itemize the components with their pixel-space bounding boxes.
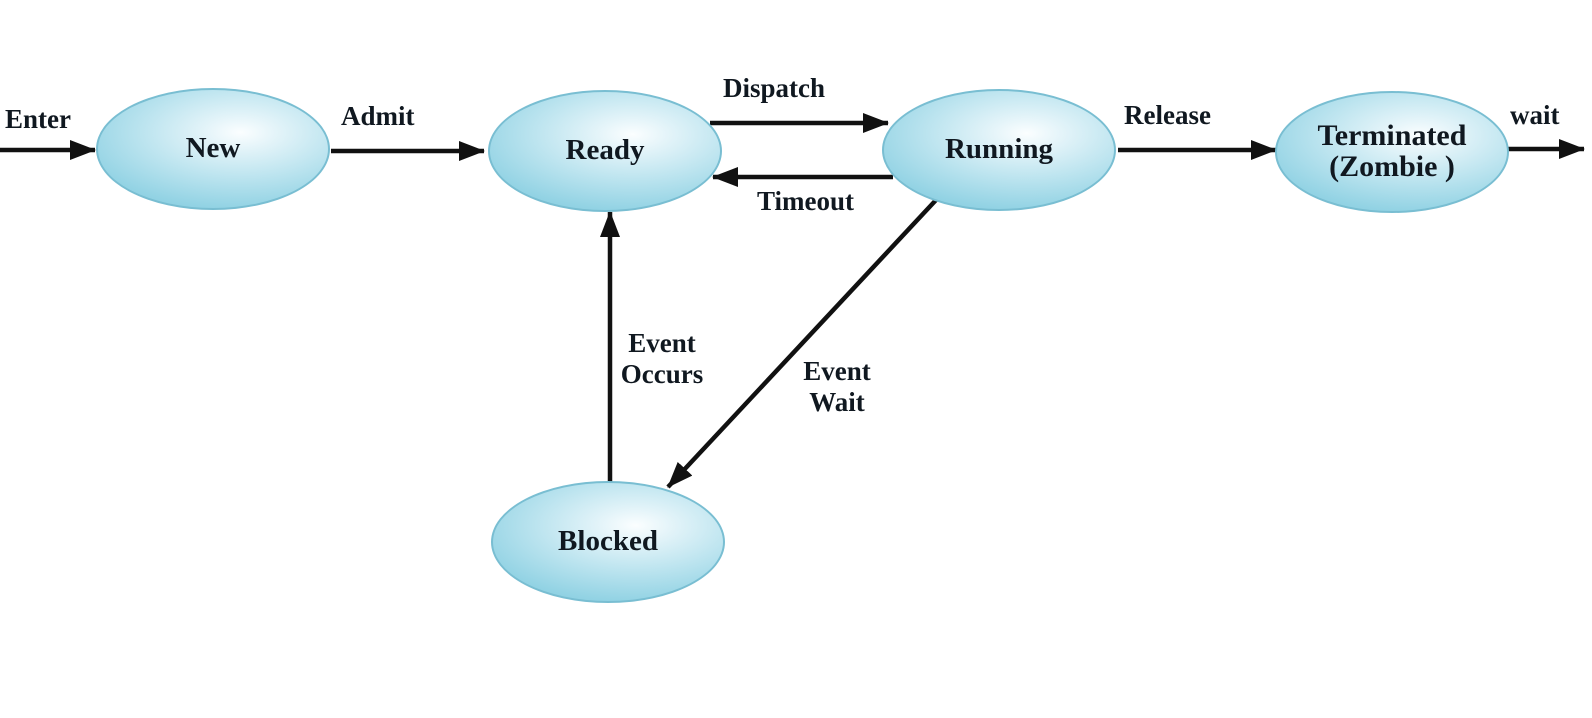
edge-label-event-occurs-line1: Event bbox=[628, 328, 696, 358]
edge-label-event-occurs-line2: Occurs bbox=[620, 359, 704, 390]
node-terminated-sublabel: (Zombie ) bbox=[1329, 150, 1455, 183]
node-ready: Ready bbox=[488, 90, 722, 212]
node-terminated: Terminated (Zombie ) bbox=[1275, 91, 1509, 213]
edge-label-admit: Admit bbox=[341, 101, 415, 131]
edge-label-dispatch: Dispatch bbox=[723, 73, 826, 103]
node-running: Running bbox=[882, 89, 1116, 211]
node-ready-label: Ready bbox=[565, 134, 645, 167]
edge-label-timeout: Timeout bbox=[757, 186, 855, 216]
edge-label-event-wait-line2: Wait bbox=[809, 387, 865, 418]
node-new-label: New bbox=[185, 132, 241, 165]
edge-label-release: Release bbox=[1124, 100, 1211, 130]
edge-label-event-wait-line1: Event bbox=[803, 356, 871, 386]
edge-label-event-occurs: Event Occurs bbox=[606, 328, 718, 390]
arrow-event-wait bbox=[666, 198, 938, 489]
node-terminated-label: Terminated bbox=[1317, 119, 1467, 153]
node-blocked-label: Blocked bbox=[558, 525, 658, 558]
node-new: New bbox=[96, 88, 330, 210]
edge-label-wait: wait bbox=[1510, 100, 1560, 130]
node-running-label: Running bbox=[944, 133, 1053, 166]
edge-label-event-wait: Event Wait bbox=[781, 356, 893, 418]
edge-label-enter: Enter bbox=[5, 104, 71, 134]
node-blocked: Blocked bbox=[491, 481, 725, 603]
